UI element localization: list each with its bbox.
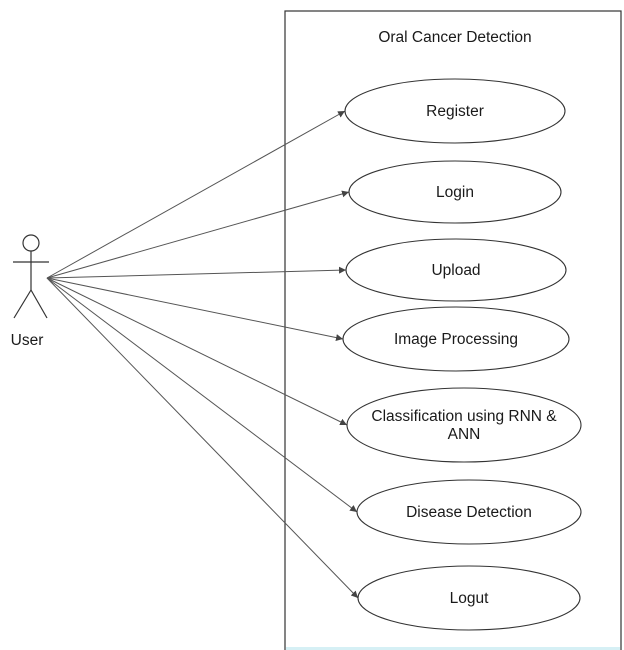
use-case-label: Classification using RNN & [371,408,557,425]
use-case-ellipse [357,565,581,631]
actor-head [22,234,40,252]
use-case-ellipse [344,78,566,144]
actor-user: User [11,234,49,349]
use-case-ellipse [342,306,570,372]
association-logout [46,277,359,599]
association-lines [46,110,359,599]
use-case-login[interactable]: Login [348,160,562,224]
use-case-image-processing[interactable]: Image Processing [342,306,570,372]
use-case-label: Logut [450,590,489,607]
use-case-ellipse [345,238,567,302]
use-case-register[interactable]: Register [344,78,566,144]
association-upload [46,266,347,279]
use-case-ellipse [346,387,582,463]
use-case-logout[interactable]: Logut [357,565,581,631]
use-case-label: Upload [431,262,480,279]
actor-left-leg [13,289,32,319]
use-case-label: Image Processing [394,331,518,348]
association-image-processing [46,277,344,342]
use-case-ellipse [348,160,562,224]
use-case-ellipse [356,479,582,545]
system-title: Oral Cancer Detection [378,29,531,46]
actor-label: User [11,332,44,349]
association-classification [46,277,348,426]
use-case-label: Login [436,184,474,201]
actor-right-leg [30,289,48,319]
association-login [46,190,350,279]
use-case-label: Disease Detection [406,504,532,521]
association-disease-detection [46,277,358,513]
use-case-classification[interactable]: Classification using RNN &ANN [346,387,582,463]
use-case-label: Register [426,103,484,120]
use-case-disease-detection[interactable]: Disease Detection [356,479,582,545]
use-case-label: ANN [448,426,481,443]
use-case-upload[interactable]: Upload [345,238,567,302]
association-register [46,110,346,279]
